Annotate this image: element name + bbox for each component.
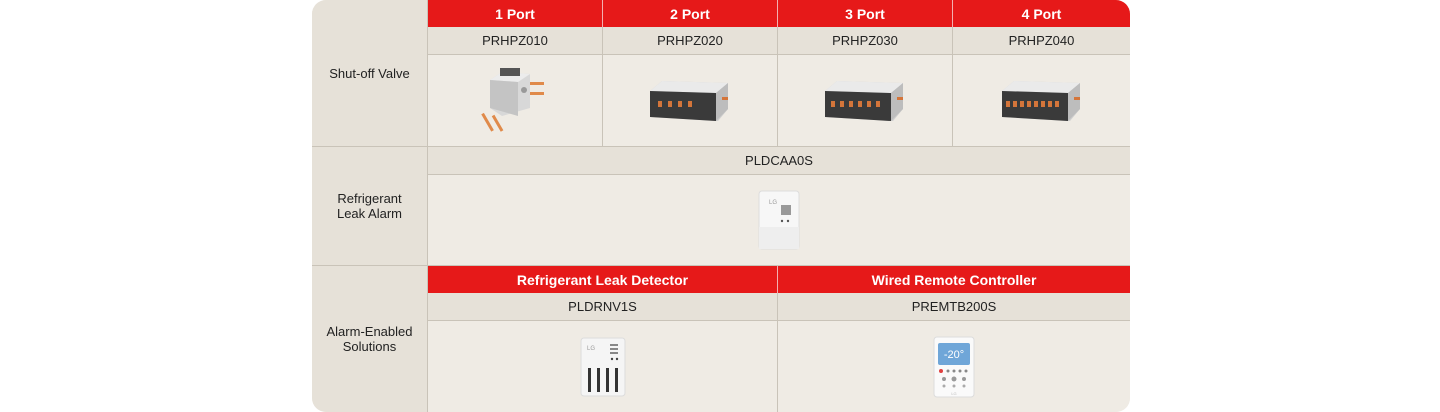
solution-label: Refrigerant Leak Detector <box>516 271 689 288</box>
valve-3port-icon <box>825 80 903 121</box>
row-header-alarm-line1: Refrigerant <box>337 191 402 206</box>
remote-controller-icon: -20° LG <box>933 336 975 397</box>
model-code: PREMTB200S <box>911 299 997 314</box>
port-label: 4 Port <box>1021 5 1062 22</box>
divider <box>952 0 953 27</box>
divider <box>312 265 1130 266</box>
row-header-enabled-line1: Alarm-Enabled <box>326 324 413 339</box>
port-model-2: PRHPZ020 <box>603 27 777 54</box>
port-model-3: PRHPZ030 <box>778 27 952 54</box>
divider <box>428 320 1130 321</box>
port-header-3: 3 Port <box>778 0 952 27</box>
alarm-model: PLDCAA0S <box>428 147 1130 174</box>
port-header-1: 1 Port <box>428 0 602 27</box>
lg-logo: LG <box>769 200 777 206</box>
model-code: PRHPZ020 <box>657 33 723 48</box>
product-image-2port <box>603 55 777 146</box>
port-label: 2 Port <box>670 5 710 22</box>
port-label: 1 Port <box>495 5 535 22</box>
accessory-table: Shut-off Valve Refrigerant Leak Alarm Al… <box>312 0 1130 412</box>
model-code: PRHPZ040 <box>1008 33 1075 48</box>
divider <box>602 0 603 27</box>
model-code: PLDRNV1S <box>568 299 637 314</box>
row-header-shutoff-label: Shut-off Valve <box>329 65 410 81</box>
controller-display-text: -20° <box>944 349 964 361</box>
row-header-alarm-line2: Leak Alarm <box>336 206 403 221</box>
divider <box>777 27 778 146</box>
divider <box>777 293 778 412</box>
model-code: PRHPZ010 <box>482 33 548 48</box>
lg-logo: LG <box>587 346 595 352</box>
product-image-controller: -20° LG <box>778 321 1130 412</box>
model-code: PRHPZ030 <box>832 33 898 48</box>
product-image-detector: LG <box>428 321 777 412</box>
product-image-alarm: LG <box>428 175 1130 265</box>
port-model-1: PRHPZ010 <box>428 27 602 54</box>
port-model-4: PRHPZ040 <box>953 27 1130 54</box>
product-image-3port <box>778 55 952 146</box>
row-header-leak-alarm: Refrigerant Leak Alarm <box>312 147 427 265</box>
lg-logo: LG <box>951 391 956 396</box>
row-header-enabled-line2: Solutions <box>342 339 397 354</box>
divider <box>428 174 1130 175</box>
solution-model-controller: PREMTB200S <box>778 293 1130 320</box>
port-header-4: 4 Port <box>953 0 1130 27</box>
valve-2port-icon <box>650 80 728 121</box>
valve-4port-icon <box>1001 80 1080 121</box>
divider <box>312 146 1130 147</box>
divider <box>602 27 603 146</box>
row-header-shutoff-valve: Shut-off Valve <box>312 0 427 146</box>
solution-header-controller: Wired Remote Controller <box>778 266 1130 293</box>
solution-model-detector: PLDRNV1S <box>428 293 777 320</box>
model-code: PLDCAA0S <box>745 153 813 168</box>
leak-detector-icon: LG <box>580 337 625 396</box>
valve-1port-icon <box>481 67 544 132</box>
product-image-4port <box>953 55 1130 146</box>
port-label: 3 Port <box>845 5 885 22</box>
solution-header-detector: Refrigerant Leak Detector <box>428 266 777 293</box>
leak-alarm-icon: LG <box>758 190 800 250</box>
divider <box>777 266 778 293</box>
divider <box>777 0 778 27</box>
row-header-alarm-solutions: Alarm-Enabled Solutions <box>312 266 427 412</box>
divider <box>427 0 428 412</box>
solution-label: Wired Remote Controller <box>871 271 1037 288</box>
divider <box>428 54 1130 55</box>
divider <box>952 27 953 146</box>
product-image-1port <box>428 55 602 146</box>
port-header-2: 2 Port <box>603 0 777 27</box>
